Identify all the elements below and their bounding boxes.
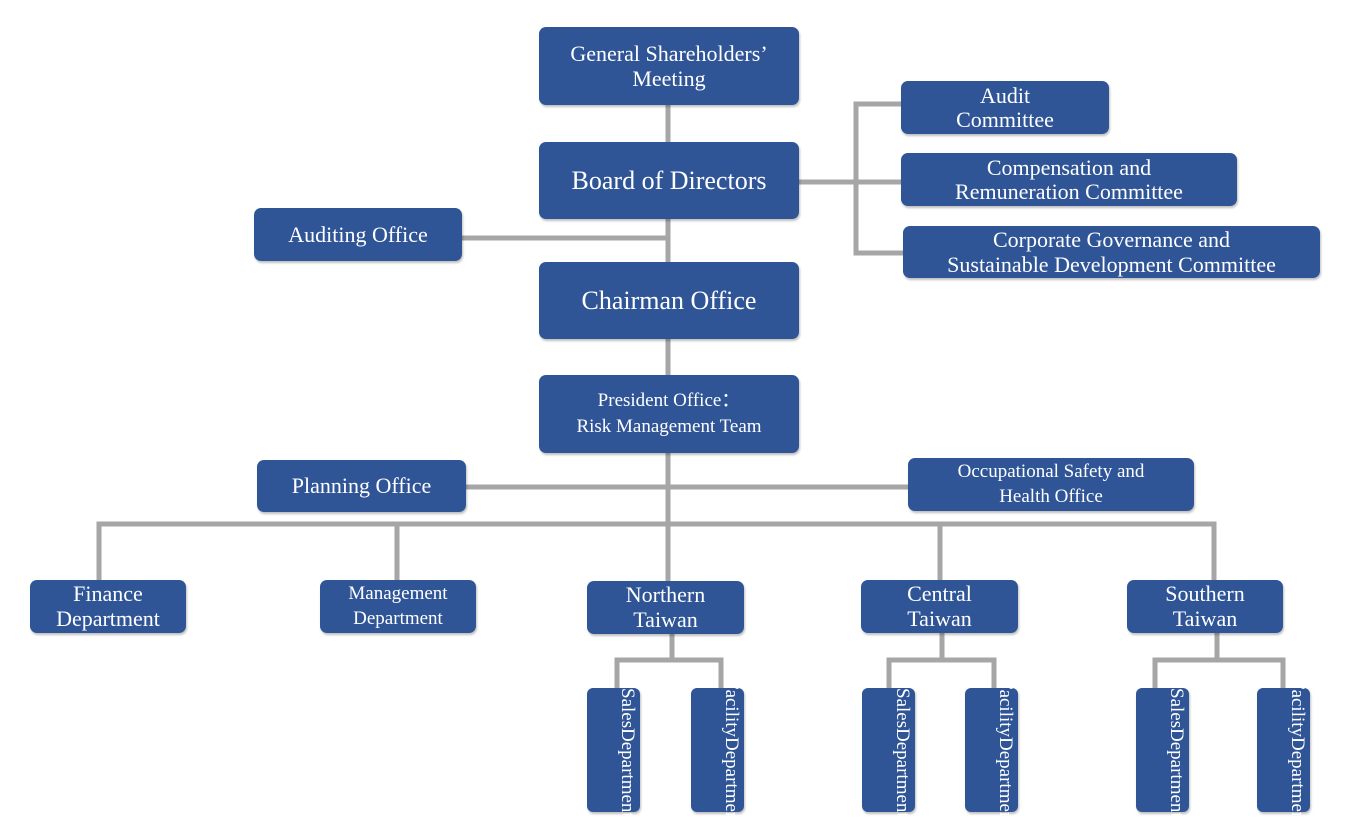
compensation-line1: Compensation and	[986, 155, 1152, 181]
northern-sales-department-box: Sales Department	[587, 688, 640, 818]
central-sales-line2: Department	[892, 728, 913, 818]
northern-sales-line2: Department	[617, 728, 638, 818]
auditing-office-label: Auditing Office	[288, 221, 428, 247]
finance-line1: Finance	[73, 581, 143, 607]
management-line1: Management	[348, 582, 448, 604]
president-line2: Risk Management Team	[576, 416, 762, 437]
safety-line1: Occupational Safety and	[957, 460, 1145, 482]
northern-facility-line1: Facility	[721, 679, 742, 738]
management-department-box: Management Department	[320, 580, 476, 633]
northern-facility-department-box: Facility Department	[691, 679, 744, 827]
audit-committee-box: Audit Committee	[901, 81, 1109, 134]
central-sales-line1: Sales	[892, 688, 913, 729]
southern-facility-line2: Department	[1287, 737, 1308, 827]
governance-line1: Corporate Governance and	[992, 226, 1230, 252]
southern-sales-line1: Sales	[1166, 688, 1187, 729]
president-office-box: President Office： Risk Management Team	[539, 375, 799, 453]
finance-line2: Department	[56, 605, 160, 631]
planning-office-label: Planning Office	[291, 473, 432, 499]
southern-facility-line1: Facility	[1287, 679, 1308, 738]
central-taiwan-box: Central Taiwan	[861, 580, 1018, 633]
northern-sales-line1: Sales	[617, 688, 638, 729]
shareholders-line2: Meeting	[632, 66, 706, 91]
southern-sales-department-box: Sales Department	[1136, 688, 1189, 818]
southern-sales-line2: Department	[1166, 728, 1187, 818]
central-sales-department-box: Sales Department	[862, 688, 915, 818]
governance-line2: Sustainable Development Committee	[947, 252, 1276, 277]
compensation-committee-box: Compensation and Remuneration Committee	[901, 153, 1237, 206]
chairman-office-box: Chairman Office	[539, 262, 799, 339]
board-of-directors-box: Board of Directors	[539, 142, 799, 219]
management-line2: Department	[353, 607, 443, 629]
central-line1: Central	[907, 581, 972, 607]
southern-taiwan-box: Southern Taiwan	[1127, 580, 1283, 633]
southern-line2: Taiwan	[1172, 605, 1238, 631]
southern-line1: Southern	[1165, 581, 1245, 607]
chairman-office-label: Chairman Office	[581, 285, 757, 315]
northern-taiwan-box: Northern Taiwan	[587, 581, 744, 634]
compensation-line2: Remuneration Committee	[955, 178, 1183, 204]
shareholders-meeting-box: General Shareholders’ Meeting	[539, 27, 799, 105]
audit-committee-line2: Committee	[956, 106, 1054, 132]
northern-facility-line2: Department	[721, 737, 742, 827]
northern-line2: Taiwan	[633, 606, 698, 632]
central-facility-line1: Facility	[995, 679, 1016, 738]
audit-committee-line1: Audit	[979, 83, 1031, 109]
southern-facility-department-box: Facility Department	[1257, 679, 1310, 827]
board-label: Board of Directors	[571, 165, 767, 195]
safety-office-box: Occupational Safety and Health Office	[908, 458, 1194, 511]
safety-line2: Health Office	[999, 485, 1103, 507]
planning-office-box: Planning Office	[257, 460, 466, 512]
finance-department-box: Finance Department	[30, 580, 186, 633]
northern-line1: Northern	[625, 582, 706, 608]
governance-committee-box: Corporate Governance and Sustainable Dev…	[903, 226, 1320, 278]
shareholders-line1: General Shareholders’	[570, 40, 768, 66]
central-line2: Taiwan	[907, 605, 972, 631]
auditing-office-box: Auditing Office	[254, 208, 462, 261]
president-line1: President Office：	[597, 390, 741, 412]
central-facility-department-box: Facility Department	[965, 679, 1018, 827]
central-facility-line2: Department	[995, 737, 1016, 827]
